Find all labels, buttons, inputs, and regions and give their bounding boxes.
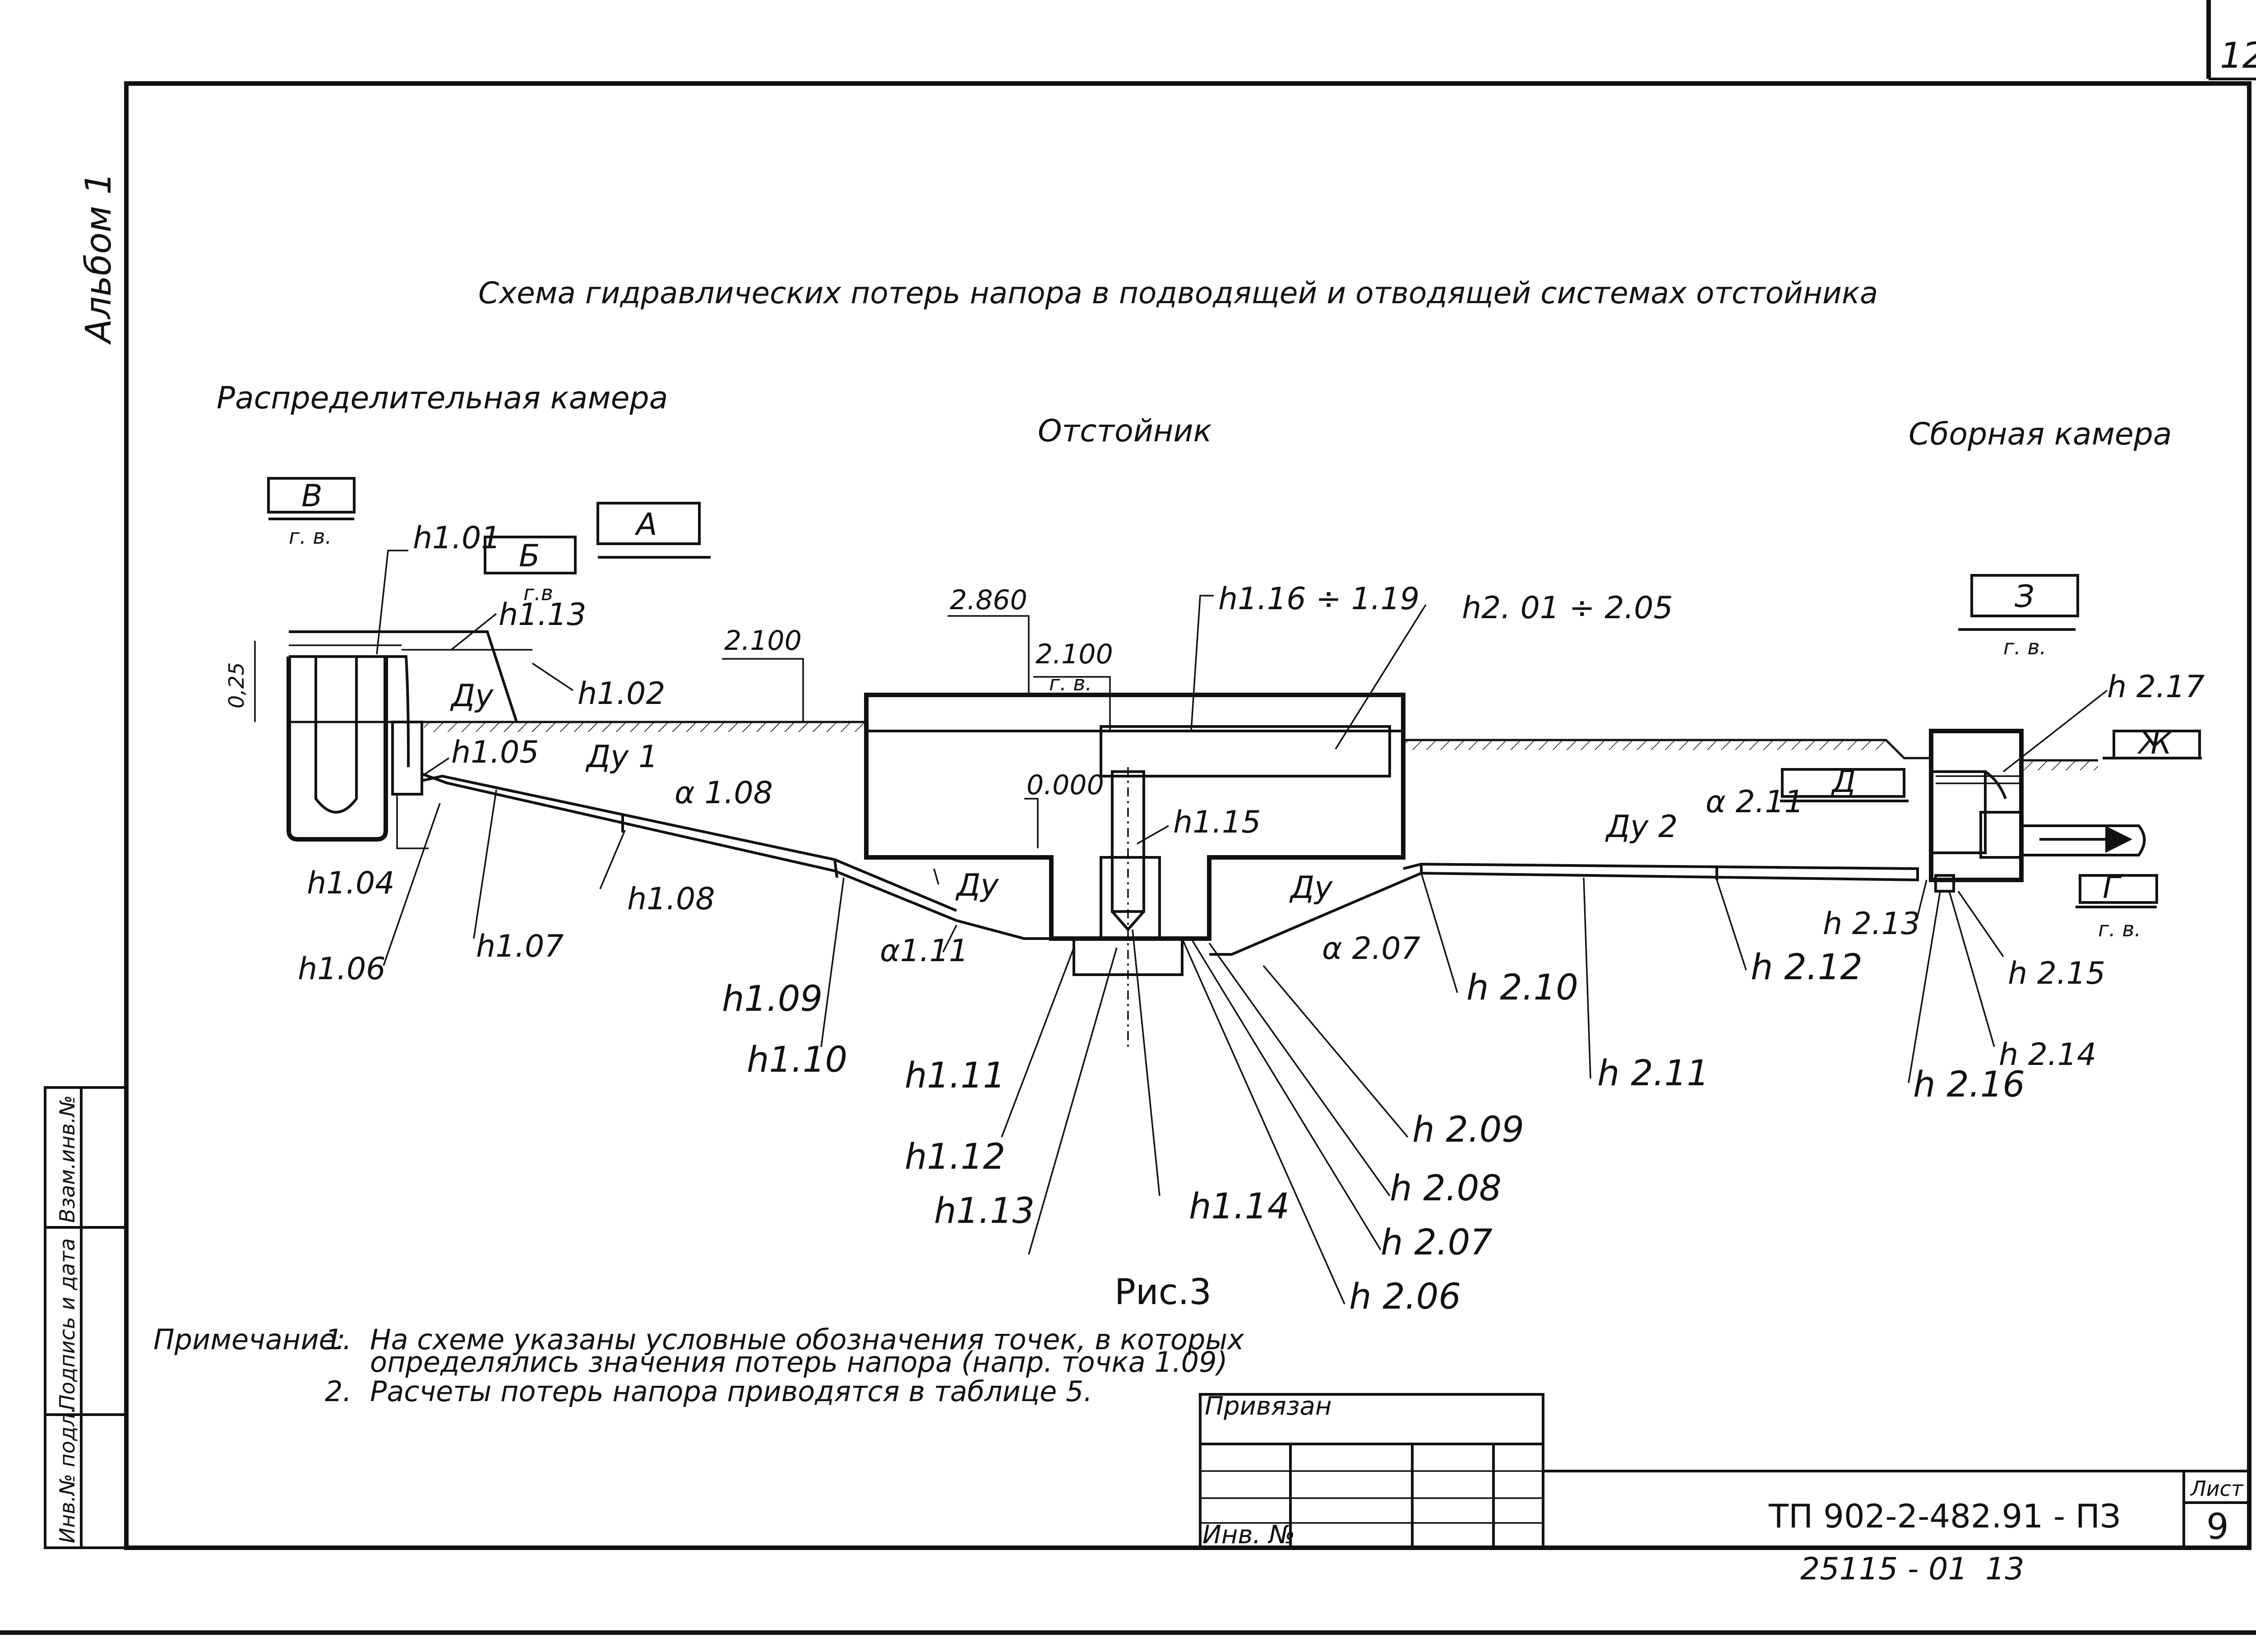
elev-gv-mid: г. в.	[1049, 671, 1092, 695]
ground-line	[289, 721, 2098, 770]
point-h214: h 2.14	[1999, 1037, 2096, 1073]
title-block-privyazan: Привязан	[1205, 1392, 1331, 1421]
point-h211: h 2.11	[1597, 1053, 1709, 1094]
point-du2: Ду 2	[1605, 809, 1678, 845]
page-corner-number: 12	[2220, 36, 2256, 76]
distribution-chamber-line1: Распределительная камера	[217, 380, 668, 416]
point-h110: h1.10	[747, 1040, 847, 1080]
note-1: На схеме указаны условные обозначения то…	[370, 1323, 1244, 1356]
marker-Z: З	[2015, 579, 2034, 615]
marker-boxes	[267, 477, 2202, 908]
sheet-number: 9	[2206, 1507, 2229, 1547]
marker-gv-B: г.в	[523, 581, 553, 605]
point-a111: α1.11	[880, 933, 968, 969]
point-du-mid: Ду	[955, 868, 999, 903]
elev-2860: 2.860	[950, 584, 1027, 616]
elevation-leaders	[254, 615, 1111, 848]
point-a207: α 2.07	[1322, 931, 1420, 967]
marker-gv-G: г. в.	[2098, 917, 2141, 941]
notes-label: Примечание:	[153, 1323, 346, 1356]
note-2: Расчеты потерь напора приводятся в табли…	[370, 1375, 1092, 1408]
point-leaders	[376, 550, 2108, 1305]
side-stamp-inv-podl: Инв.№ подл.	[55, 1407, 79, 1543]
title-block-inv: Инв. №	[1202, 1520, 1295, 1550]
marker-A: А	[634, 507, 657, 542]
title-block	[1199, 1393, 2251, 1549]
point-h106: h1.06	[298, 951, 386, 987]
point-h104: h1.04	[307, 865, 395, 901]
point-h101: h1.01	[413, 520, 501, 556]
marker-gv-V: г. в.	[289, 524, 332, 549]
point-h213: h 2.13	[1823, 906, 1920, 942]
marker-Zh: Ж	[2137, 726, 2173, 761]
inlet-pipe	[421, 773, 1083, 940]
point-h217: h 2.17	[2107, 669, 2205, 705]
settler-label: Отстойник	[1038, 413, 1212, 449]
note-1-number: 1.	[325, 1323, 351, 1356]
side-stamp	[44, 1086, 128, 1549]
point-h113a: h1.13	[499, 597, 587, 633]
point-h107: h1.07	[476, 929, 564, 964]
collection-chamber	[1929, 729, 2146, 893]
marker-G: Г	[2103, 870, 2122, 906]
point-h116: h1.16 ÷ 1.19	[1218, 581, 1419, 617]
document-code: ТП 902-2-482.91 - ПЗ	[1768, 1497, 2121, 1535]
point-h212: h 2.12	[1751, 947, 1863, 988]
point-h216: h 2.16	[1913, 1064, 2025, 1105]
distribution-chamber-label: Распределительная камера	[217, 380, 668, 416]
settler-tank	[864, 693, 1405, 1047]
point-du-left: Ду	[450, 678, 494, 714]
outlet-pipe	[1209, 862, 1919, 956]
point-h102: h1.02	[578, 676, 666, 712]
marker-gv-Z: г. в.	[2003, 635, 2046, 659]
elev-025: 0,25	[224, 662, 249, 708]
archive-number: 25115 - 01	[1800, 1551, 1968, 1587]
marker-B: Б	[519, 538, 540, 574]
point-h108: h1.08	[627, 881, 715, 917]
point-a108: α 1.08	[675, 775, 773, 811]
diagram-title: Схема гидравлических потерь напора в под…	[478, 276, 1878, 310]
elev-2100-mid: 2.100	[1036, 639, 1113, 670]
point-a211: α 2.11	[1706, 784, 1804, 820]
album-label: Альбом 1	[79, 172, 119, 345]
sheet-label: Лист	[2190, 1476, 2244, 1501]
note-1-cont: определялись значения потерь напора (нап…	[370, 1346, 1228, 1379]
point-h209: h 2.09	[1412, 1110, 1524, 1150]
footer-page: 13	[1985, 1551, 2025, 1587]
point-h114: h1.14	[1189, 1186, 1290, 1227]
elev-2100-left: 2.100	[724, 625, 802, 657]
side-stamp-podpis: Подпись и дата	[55, 1238, 79, 1410]
point-h201: h2. 01 ÷ 2.05	[1462, 590, 1673, 626]
figure-caption: Рис.3	[1114, 1272, 1211, 1313]
point-h208: h 2.08	[1390, 1168, 1502, 1209]
distribution-chamber	[287, 630, 532, 842]
point-h207: h 2.07	[1381, 1222, 1493, 1263]
marker-V: В	[301, 478, 323, 514]
point-h215: h 2.15	[2008, 956, 2105, 991]
note-2-number: 2.	[325, 1375, 351, 1408]
point-h109: h1.09	[722, 979, 823, 1019]
point-du1: Ду 1	[585, 739, 658, 775]
point-h105: h1.05	[451, 735, 539, 770]
point-h206: h 2.06	[1349, 1277, 1461, 1317]
point-h113: h1.13	[934, 1191, 1035, 1231]
side-stamp-vzam: Взам.инв.№	[55, 1095, 79, 1223]
collection-chamber-label: Сборная камера	[1909, 416, 2172, 452]
marker-D: Д	[1831, 764, 1856, 800]
point-h115: h1.15	[1173, 805, 1261, 840]
point-du-right: Ду	[1289, 870, 1333, 906]
point-h210: h 2.10	[1466, 967, 1578, 1008]
point-h112: h1.12	[905, 1137, 1005, 1177]
elev-0000: 0.000	[1026, 769, 1104, 801]
point-h111: h1.11	[905, 1055, 1005, 1096]
